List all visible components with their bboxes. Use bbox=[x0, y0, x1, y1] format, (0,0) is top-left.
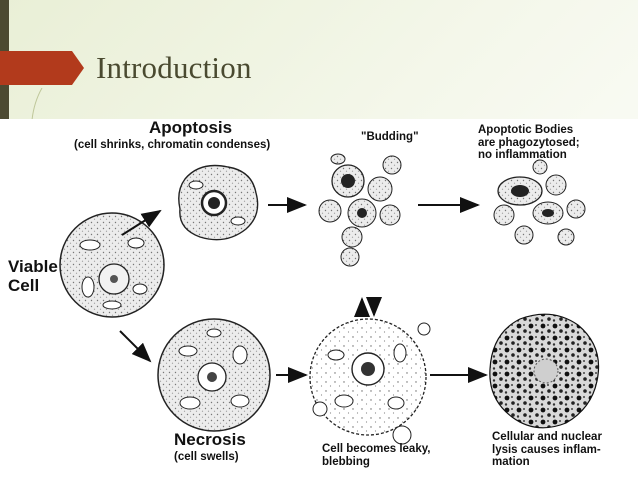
apoptosis-heading: Apoptosis bbox=[149, 118, 233, 137]
apoptotic-bodies bbox=[493, 159, 586, 246]
decorative-curve bbox=[31, 88, 43, 120]
leaky-cell-label: Cell becomes leaky, blebbing bbox=[322, 443, 431, 468]
lysis-label: Cellular and nuclear lysis causes inflam… bbox=[492, 431, 602, 469]
swollen-cell bbox=[157, 318, 271, 432]
shrunken-cell bbox=[178, 164, 259, 241]
apoptosis-necrosis-diagram: Viable Cell Apoptosis (cell shrinks, chr… bbox=[0, 118, 638, 478]
budding-label: "Budding" bbox=[361, 131, 419, 143]
apoptotic-bodies-label: Apoptotic Bodies are phagozytosed; no in… bbox=[478, 124, 580, 162]
budding-cell bbox=[318, 153, 402, 267]
viable-cell bbox=[59, 212, 165, 318]
necrosis-subtitle: (cell swells) bbox=[174, 451, 239, 463]
lysed-cell bbox=[489, 313, 600, 429]
title-arrow-icon bbox=[0, 51, 84, 85]
process-arrows bbox=[119, 197, 488, 383]
viable-cell-label: Viable Cell bbox=[8, 257, 58, 295]
necrosis-heading: Necrosis bbox=[174, 430, 246, 449]
slide-title: Introduction bbox=[96, 50, 252, 85]
apoptosis-subtitle: (cell shrinks, chromatin condenses) bbox=[74, 139, 271, 151]
leaky-cell bbox=[309, 297, 431, 445]
